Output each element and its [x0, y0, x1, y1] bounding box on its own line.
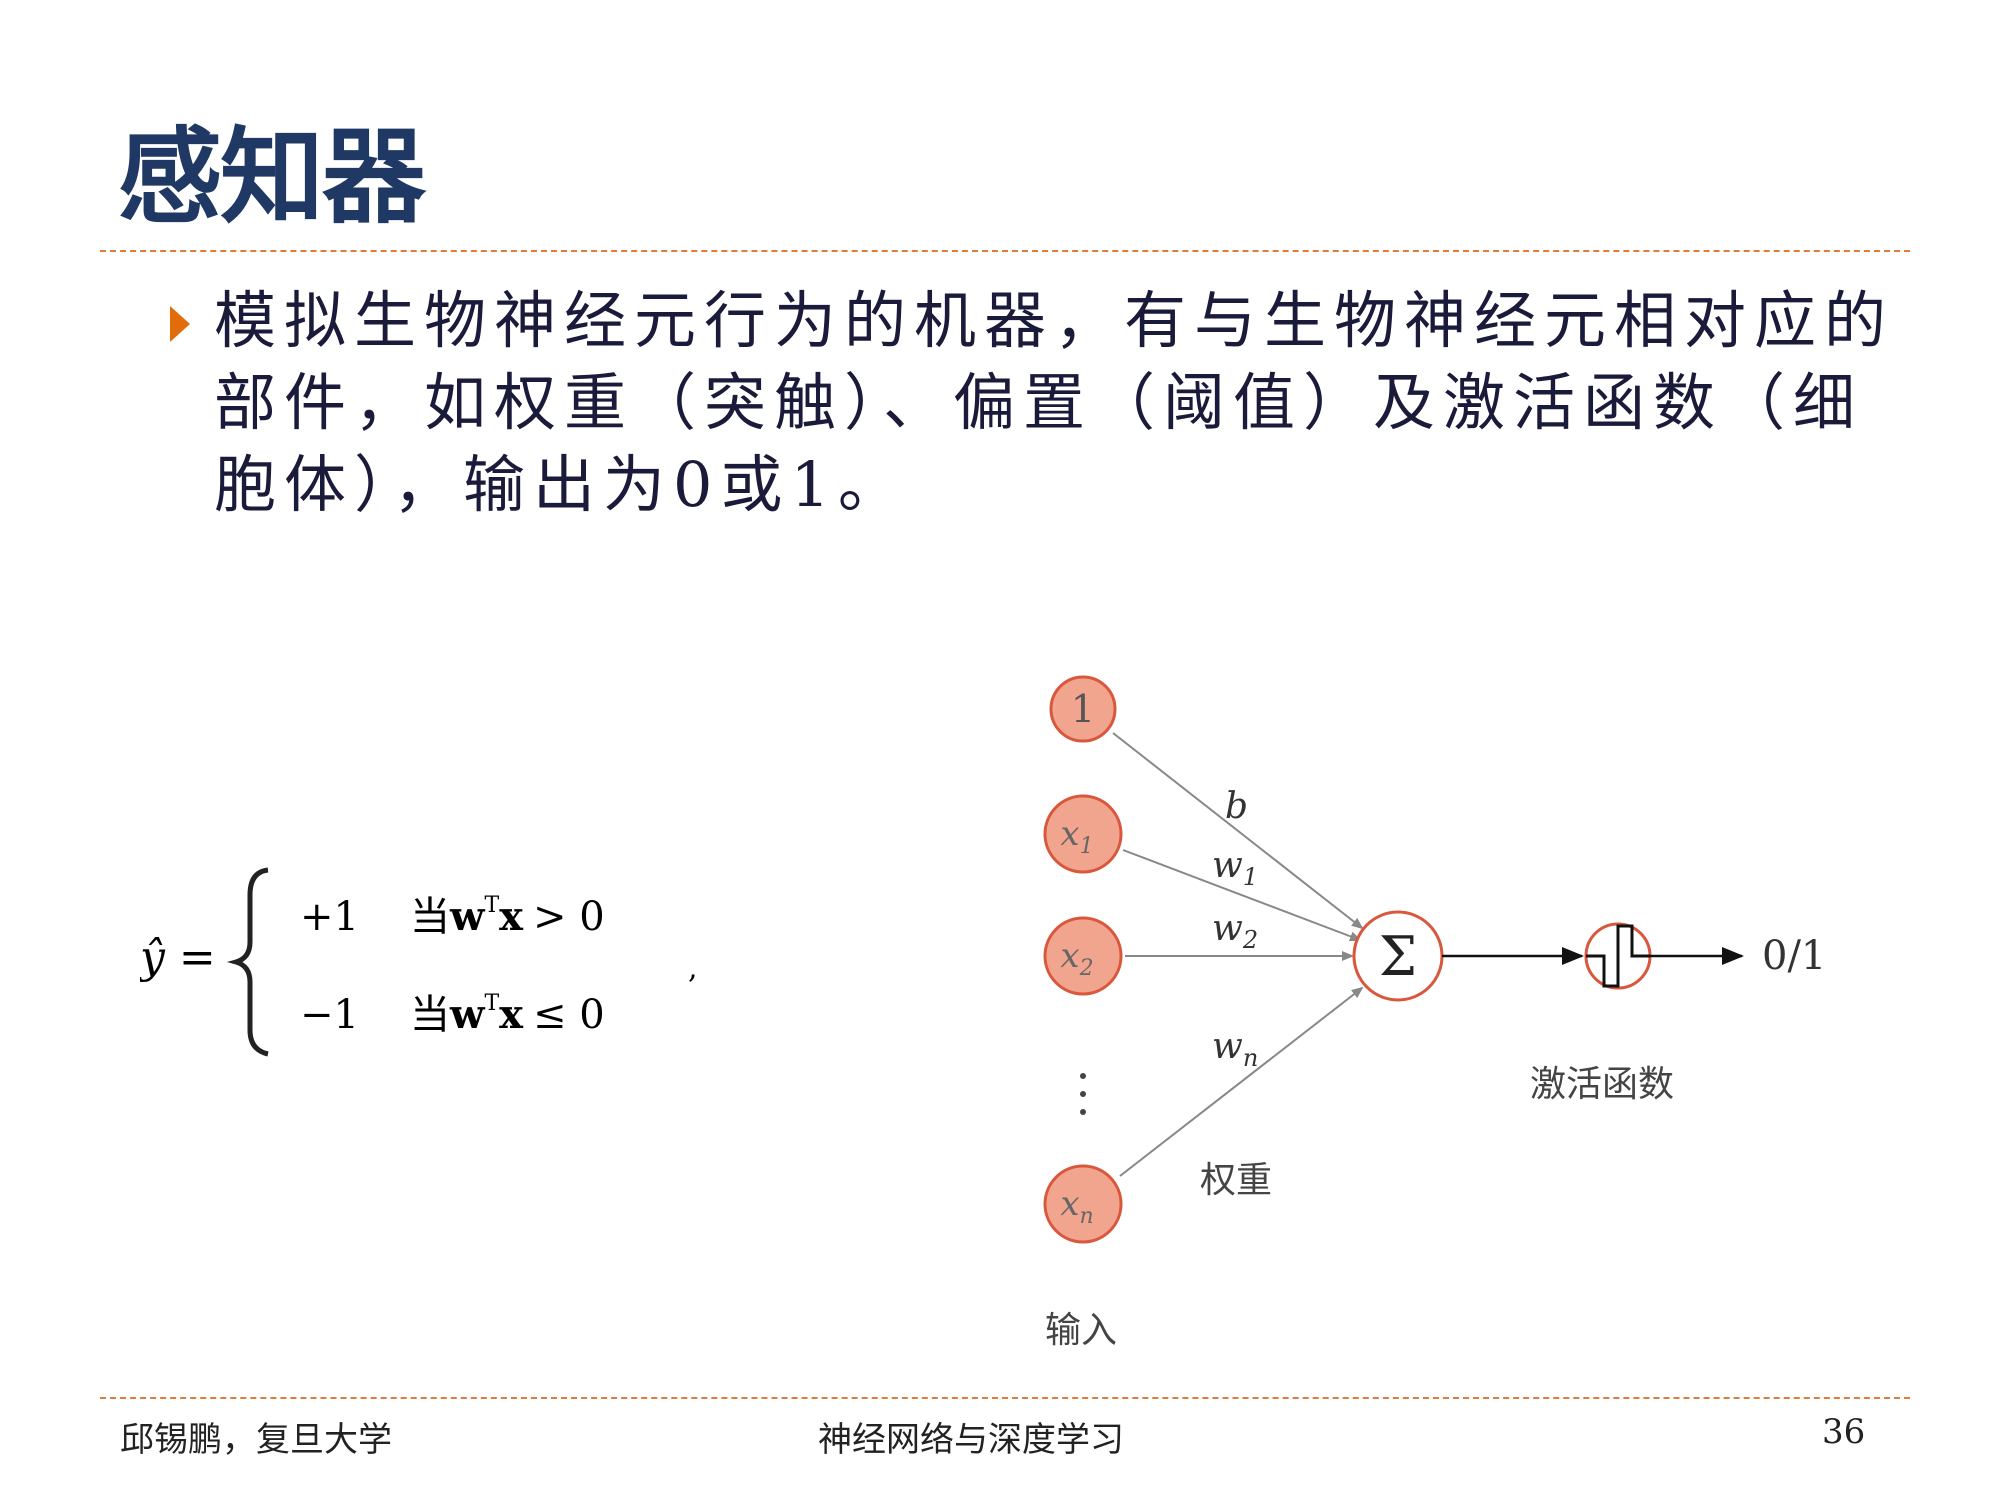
formula-case1-sup: T [484, 893, 499, 918]
footer-author: 邱锡鹏，复旦大学 [120, 1420, 392, 1460]
formula-case2-w: w [449, 991, 486, 1038]
inputs-label: 输入 [1045, 1310, 1117, 1351]
weight-label-b: b [1225, 786, 1248, 827]
ellipsis-dot [1080, 1109, 1086, 1115]
input-node-x1-label: x1 [1060, 814, 1093, 859]
formula-case2-sup: T [484, 991, 499, 1016]
formula-case2-prefix: 当 [410, 992, 450, 1038]
edge-xn [1119, 986, 1364, 1177]
formula-brace [226, 867, 269, 1057]
formula-case2-value: −1 [300, 992, 359, 1038]
input-node-x2 [1043, 916, 1123, 996]
formula-case1-w: w [449, 893, 486, 940]
bias-node-label: 1 [1071, 687, 1095, 731]
formula-case1-rel: > 0 [533, 894, 605, 940]
input-node-xn-label: xn [1060, 1184, 1093, 1229]
edge-bias [1112, 732, 1364, 930]
step-function-icon [1586, 924, 1650, 988]
bias-node [1049, 675, 1117, 743]
formula-case2-rel: ≤ 0 [533, 992, 605, 1038]
formula-case1-condition: 当wTx> 0 [410, 893, 605, 940]
ellipsis-dot [1080, 1091, 1086, 1097]
formula-trailing-comma: , [688, 951, 698, 986]
formula-case1-x: x [499, 893, 524, 940]
input-node-xn [1043, 1164, 1123, 1244]
input-node-x1 [1043, 794, 1123, 874]
formula-case1-prefix: 当 [410, 894, 450, 940]
ellipsis-dot [1080, 1073, 1086, 1079]
formula-lhs: ŷ = [140, 932, 216, 983]
slide-title: 感知器 [118, 116, 426, 238]
bullet-arrow-icon [170, 306, 190, 342]
weight-label-wn: wn [1212, 1026, 1258, 1072]
footer-page-number: 36 [1822, 1412, 1866, 1452]
output-label: 0/1 [1762, 933, 1826, 979]
activation-function-label: 激活函数 [1530, 1064, 1674, 1105]
weights-label: 权重 [1200, 1160, 1272, 1201]
weight-label-w2: w2 [1212, 908, 1258, 954]
footer-course: 神经网络与深度学习 [818, 1420, 1124, 1460]
formula-case2-condition: 当wTx≤ 0 [410, 991, 605, 1038]
summation-symbol: Σ [1379, 925, 1417, 988]
bullet-text: 模拟生物神经元行为的机器，有与生物神经元相对应的部件，如权重（突触）、偏置（阈值… [214, 284, 1895, 521]
edge-x1 [1122, 849, 1362, 942]
perceptron-formula: ŷ = +1 当wTx> 0 −1 当wTx≤ 0 , [140, 867, 698, 1057]
formula-case2-x: x [499, 991, 524, 1038]
input-node-x2-label: x2 [1060, 936, 1093, 981]
title-divider [100, 250, 1910, 252]
formula-case1-value: +1 [300, 894, 359, 940]
footer-divider [100, 1397, 1910, 1399]
weight-label-w1: w1 [1212, 845, 1258, 891]
